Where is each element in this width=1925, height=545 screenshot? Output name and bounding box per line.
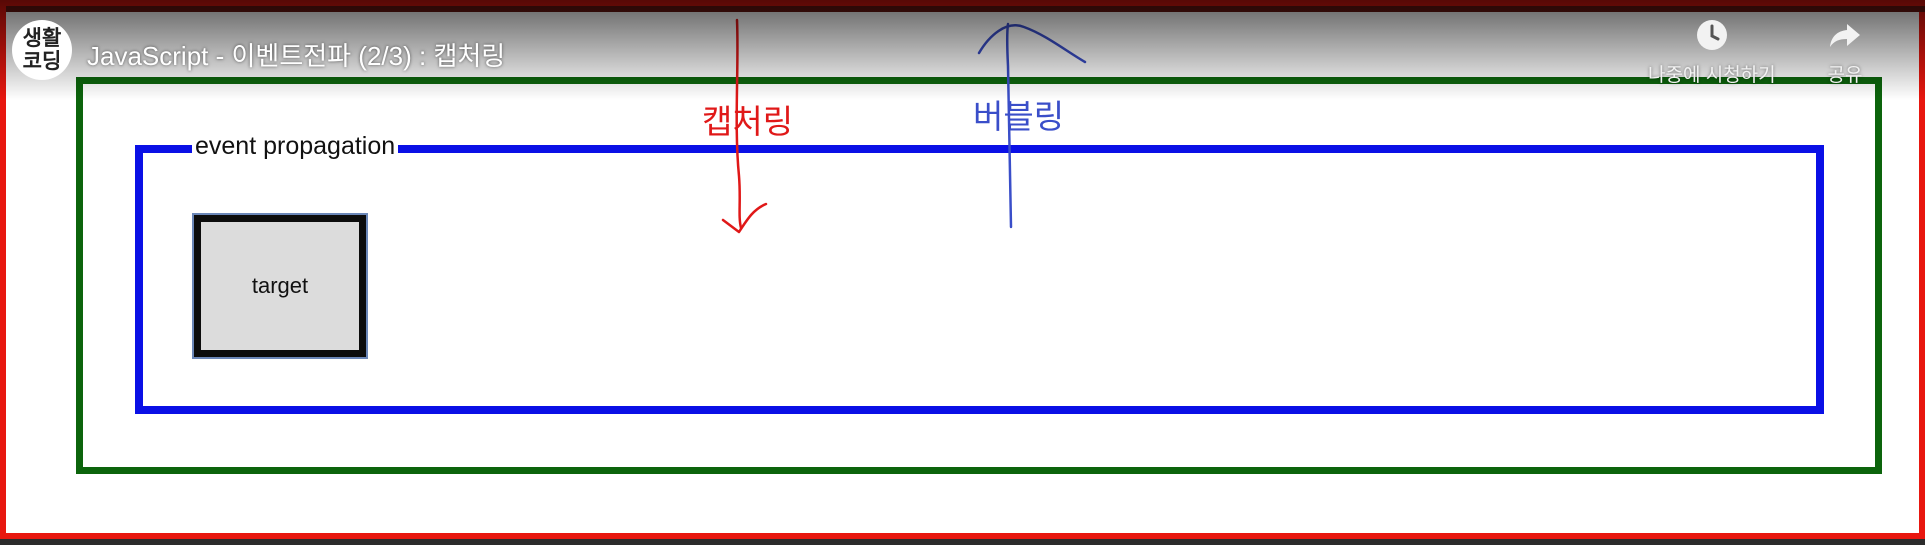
share-label: 공유 xyxy=(1827,65,1863,86)
watch-later-label: 나중에 시청하기 xyxy=(1648,65,1776,86)
target-label: target xyxy=(251,273,309,298)
frame-top-edge xyxy=(6,6,1925,12)
avatar-line1: 생활 xyxy=(22,27,62,50)
share-icon xyxy=(1830,24,1860,47)
channel-avatar[interactable]: 생활 코딩 xyxy=(12,20,72,80)
avatar-line2: 코딩 xyxy=(22,50,62,73)
video-title[interactable]: JavaScript - 이벤트전파 (2/3) : 캡처링 xyxy=(87,41,506,71)
bubbling-arrow-head xyxy=(977,24,1087,64)
fieldset-box xyxy=(135,145,1824,414)
capturing-annotation: 캡처링 xyxy=(702,103,794,140)
clock-icon xyxy=(1696,20,1727,50)
bubbling-annotation: 버블링 xyxy=(973,98,1065,135)
fieldset-legend: event propagation xyxy=(192,131,399,161)
watch-later-button[interactable]: 나중에 시청하기 xyxy=(1648,18,1776,87)
target-box: target xyxy=(192,213,368,359)
share-button[interactable]: 공유 xyxy=(1827,18,1863,87)
